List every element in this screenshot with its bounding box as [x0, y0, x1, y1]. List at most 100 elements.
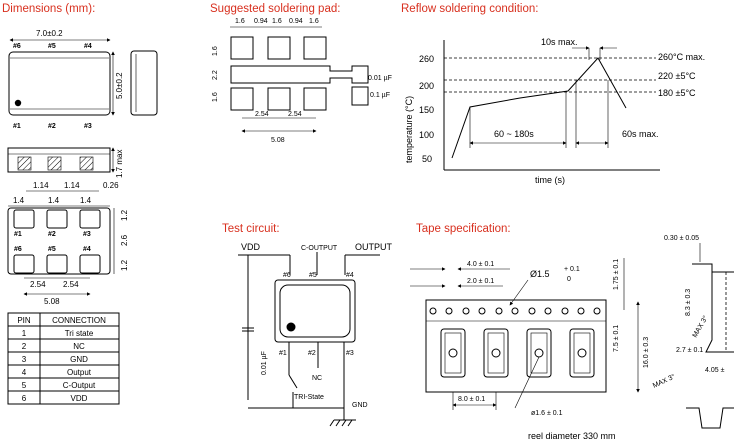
- table-row: Tri state: [65, 329, 94, 338]
- dim-height: 5.0±0.2: [115, 72, 124, 99]
- tc-cap: 0.01 µF: [261, 351, 268, 375]
- dim-pad-h1: 1.2: [120, 209, 129, 221]
- sp-left-2: 2.2: [212, 70, 219, 80]
- bv-pin-2: #2: [48, 231, 56, 238]
- tape-depth: 8.3 ± 0.3: [685, 289, 692, 316]
- tc-pin-1: #1: [279, 350, 287, 357]
- reflow-title: Reflow soldering condition:: [401, 3, 538, 15]
- table-row: 1: [22, 329, 27, 338]
- tape-t405: 4.05 ±: [705, 367, 725, 374]
- dim-pad-w2: 1.4: [48, 196, 60, 205]
- bottom-pin-1: #1: [13, 123, 21, 130]
- top-pin-5: #5: [48, 43, 56, 50]
- tape-width: 16.0 ± 0.3: [643, 337, 650, 368]
- tc-pin1-marker: [286, 322, 296, 332]
- sp-top-2: 0.94: [254, 18, 268, 25]
- tape-t27: 2.7 ± 0.1: [676, 347, 703, 354]
- soldering-title: Suggested soldering pad:: [210, 3, 340, 15]
- dim-pad-w1: 1.4: [13, 196, 25, 205]
- dim-pad-h2: 1.2: [120, 259, 129, 271]
- reflow-peak: 260°C max.: [658, 52, 705, 62]
- table-row: 3: [22, 355, 27, 364]
- tc-pin-6: #6: [283, 272, 291, 279]
- table-row: C-Output: [63, 381, 96, 390]
- soldering-pad-drawing: 1.6 0.94 1.6 0.94 1.6 1.6 2.2 1.6 0.01 µ…: [212, 18, 392, 144]
- bottom-pin-2: #2: [48, 123, 56, 130]
- table-row: 4: [22, 368, 27, 377]
- top-pin-4: #4: [84, 43, 92, 50]
- top-pin-6: #6: [13, 43, 21, 50]
- ytick-150: 150: [419, 105, 434, 115]
- tc-output: OUTPUT: [355, 242, 393, 252]
- sp-cap1: 0.01 µF: [368, 75, 392, 82]
- tape-max1: MAX 3°: [691, 314, 710, 339]
- pin1-marker: [14, 99, 22, 107]
- dim-edge: 0.26: [103, 181, 119, 190]
- ytick-50: 50: [422, 154, 432, 164]
- sp-top-4: 0.94: [289, 18, 303, 25]
- bv-pin-3: #3: [83, 231, 91, 238]
- reflow-xlabel: time (s): [535, 175, 565, 185]
- reflow-peak-time: 10s max.: [541, 37, 578, 47]
- table-row: 2: [22, 342, 27, 351]
- sp-top-3: 1.6: [272, 18, 282, 25]
- dim-pitch-b: 1.14: [64, 181, 80, 190]
- sp-left-1: 1.6: [212, 46, 219, 56]
- tape-reel: reel diameter 330 mm: [528, 431, 616, 441]
- table-row: VDD: [71, 394, 88, 403]
- tape-pitch4: 4.0 ± 0.1: [467, 261, 494, 268]
- tc-pin-5: #5: [309, 272, 317, 279]
- tc-nc: NC: [312, 375, 322, 382]
- test-circuit: VDD C-OUTPUT OUTPUT 0.01 µF #6 #5 #4 #1 …: [238, 242, 393, 427]
- tape-pocket-off: 7.5 ± 0.1: [613, 325, 620, 352]
- tc-pin-2: #2: [308, 350, 316, 357]
- sp-total: 5.08: [271, 137, 285, 144]
- table-row: NC: [73, 342, 85, 351]
- tc-pin-3: #3: [346, 350, 354, 357]
- bv-pin-6: #6: [14, 246, 22, 253]
- sp-top-1: 1.6: [235, 18, 245, 25]
- reflow-220: 220 ±5°C: [658, 71, 696, 81]
- tape-spec: 4.0 ± 0.1 2.0 ± 0.1 Ø1.5 + 0.1 0 1.75 ± …: [410, 235, 734, 441]
- tape-pocket-hole: ø1.6 ± 0.1: [531, 410, 563, 417]
- dim-width: 7.0±0.2: [36, 29, 63, 38]
- sp-pitch2: 2.54: [288, 111, 302, 118]
- sp-cap2: 0.1 µF: [370, 92, 390, 99]
- tape-pitch2: 2.0 ± 0.1: [467, 278, 494, 285]
- tape-edge: 1.75 ± 0.1: [613, 259, 620, 290]
- tape-title: Tape specification:: [416, 223, 511, 235]
- dim-pin-pitch1: 2.54: [30, 280, 46, 289]
- ytick-100: 100: [419, 130, 434, 140]
- sp-top-5: 1.6: [309, 18, 319, 25]
- tape-hole: Ø1.5: [530, 269, 550, 279]
- tc-gnd: GND: [352, 402, 368, 409]
- th-pin: PIN: [17, 316, 31, 325]
- dim-gap: 2.6: [120, 234, 129, 246]
- test-circuit-title: Test circuit:: [222, 223, 280, 235]
- dim-pin-pitch2: 2.54: [63, 280, 79, 289]
- reflow-180: 180 ±5°C: [658, 88, 696, 98]
- bv-pin-4: #4: [83, 246, 91, 253]
- pin-table: PIN CONNECTION 1 Tri state 2 NC 3 GND 4 …: [7, 312, 120, 405]
- dim-pitch-a: 1.14: [33, 181, 49, 190]
- tape-max2: MAX 3°: [651, 372, 676, 389]
- tc-vdd: VDD: [241, 242, 261, 252]
- tape-thickness: 0.30 ± 0.05: [664, 235, 699, 242]
- bv-pin-5: #5: [48, 246, 56, 253]
- reflow-above: 60s max.: [622, 129, 659, 139]
- dimensions-drawing: 7.0±0.2 #6 #5 #4 5.0±0.2 #1 #2 #3 1.7 ma…: [7, 29, 158, 306]
- tc-coutput: C-OUTPUT: [301, 245, 338, 252]
- reflow-chart: temperature (°C) time (s) 260 200 150 10…: [404, 37, 705, 185]
- table-row: 6: [22, 394, 27, 403]
- dimensions-title: Dimensions (mm):: [2, 3, 95, 15]
- th-connection: CONNECTION: [52, 316, 106, 325]
- dim-total: 5.08: [44, 297, 60, 306]
- bv-pin-1: #1: [14, 231, 22, 238]
- dim-pad-w3: 1.4: [80, 196, 92, 205]
- tape-hole-tol-lower: 0: [567, 276, 571, 283]
- sp-left-3: 1.6: [212, 92, 219, 102]
- dim-max-height: 1.7 max: [115, 150, 124, 178]
- table-row: 5: [22, 381, 27, 390]
- tape-pocket-pitch: 8.0 ± 0.1: [458, 396, 485, 403]
